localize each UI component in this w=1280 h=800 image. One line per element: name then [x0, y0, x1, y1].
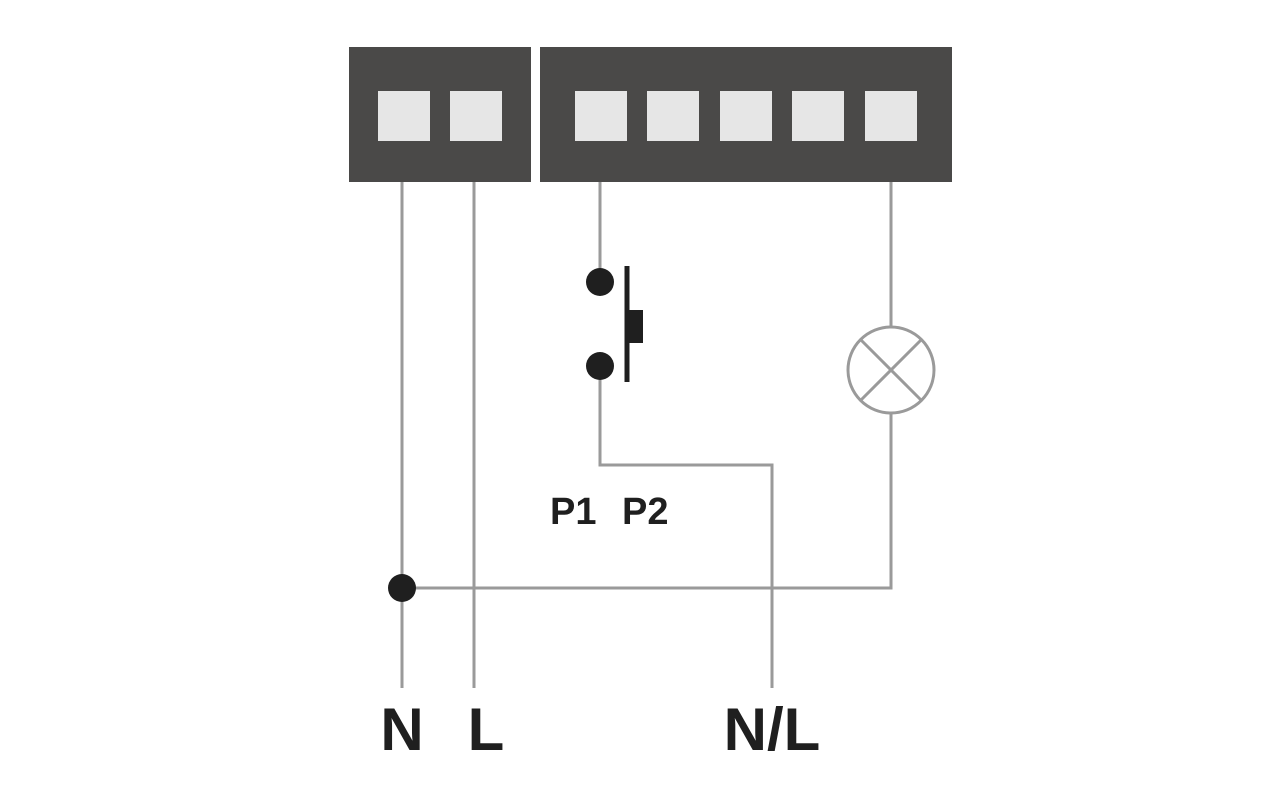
- terminal-slot-4: [647, 91, 699, 141]
- label-switched-nl: N/L: [724, 696, 821, 763]
- terminal-slot-6: [792, 91, 844, 141]
- lamp-circle: [846, 325, 936, 415]
- terminal-block-right: [540, 47, 952, 182]
- push-button-actuator: [627, 310, 643, 343]
- junction-dot: [388, 574, 416, 602]
- label-neutral: N: [380, 696, 423, 763]
- terminal-block-left: [349, 47, 531, 182]
- terminal-slot-7: [865, 91, 917, 141]
- push-button-contact-top: [586, 268, 614, 296]
- wire-lamp-to-neutral: [402, 413, 893, 590]
- push-button-contact-bottom: [586, 352, 614, 380]
- label-live: L: [468, 696, 505, 763]
- terminal-block-left-body: [349, 47, 531, 182]
- wires: [400, 182, 893, 688]
- lamp-icon: [846, 325, 936, 415]
- wire-button-to-nl: [598, 366, 774, 688]
- terminal-slot-1: [378, 91, 430, 141]
- terminal-slot-3: [575, 91, 627, 141]
- label-p2: P2: [622, 491, 668, 533]
- terminal-slot-5: [720, 91, 772, 141]
- lamp-cross-b: [859, 338, 923, 402]
- label-p1: P1: [550, 491, 596, 533]
- terminal-slot-2: [450, 91, 502, 141]
- push-button-icon: [586, 266, 643, 382]
